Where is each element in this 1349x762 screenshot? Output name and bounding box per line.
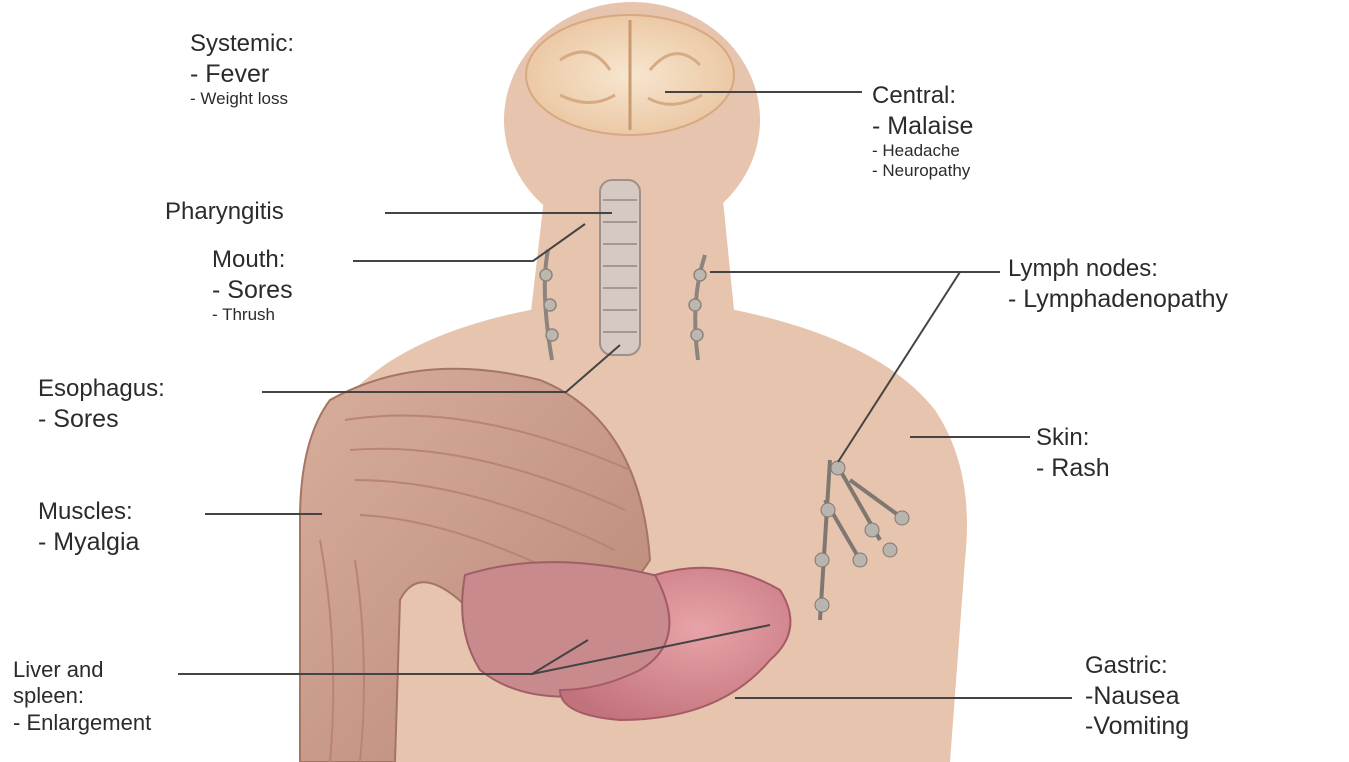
liver-item-enlargement: - Enlargement (13, 710, 151, 736)
label-central: Central: - Malaise - Headache - Neuropat… (872, 82, 973, 182)
label-pharyngitis: Pharyngitis (165, 198, 284, 227)
label-lymph-nodes: Lymph nodes: - Lymphadenopathy (1008, 255, 1228, 314)
label-liver-spleen: Liver and spleen: - Enlargement (13, 657, 151, 736)
systemic-item-weight-loss: - Weight loss (190, 89, 294, 109)
central-item-neuropathy: - Neuropathy (872, 161, 973, 181)
gastric-item-nausea: -Nausea (1085, 681, 1189, 711)
skin-title: Skin: (1036, 424, 1110, 453)
label-gastric: Gastric: -Nausea -Vomiting (1085, 652, 1189, 741)
lymph-item-lymphadenopathy: - Lymphadenopathy (1008, 284, 1228, 314)
mouth-item-thrush: - Thrush (212, 305, 293, 325)
mouth-title: Mouth: (212, 246, 293, 275)
gastric-item-vomiting: -Vomiting (1085, 711, 1189, 741)
label-systemic: Systemic: - Fever - Weight loss (190, 30, 294, 109)
lymph-title: Lymph nodes: (1008, 255, 1228, 284)
label-muscles: Muscles: - Myalgia (38, 498, 139, 557)
esophagus-item-sores: - Sores (38, 404, 165, 434)
central-title: Central: (872, 82, 973, 111)
systemic-item-fever: - Fever (190, 59, 294, 89)
mouth-item-sores: - Sores (212, 275, 293, 305)
label-mouth: Mouth: - Sores - Thrush (212, 246, 293, 325)
central-item-headache: - Headache (872, 141, 973, 161)
systemic-title: Systemic: (190, 30, 294, 59)
gastric-title: Gastric: (1085, 652, 1189, 681)
liver-title2: spleen: (13, 683, 151, 709)
muscles-item-myalgia: - Myalgia (38, 527, 139, 557)
trachea (600, 180, 640, 355)
skin-item-rash: - Rash (1036, 453, 1110, 483)
muscles-title: Muscles: (38, 498, 139, 527)
pharyngitis-title: Pharyngitis (165, 198, 284, 227)
central-item-malaise: - Malaise (872, 111, 973, 141)
label-skin: Skin: - Rash (1036, 424, 1110, 483)
label-esophagus: Esophagus: - Sores (38, 375, 165, 434)
esophagus-title: Esophagus: (38, 375, 165, 404)
liver-title: Liver and (13, 657, 151, 683)
brain (526, 15, 734, 135)
